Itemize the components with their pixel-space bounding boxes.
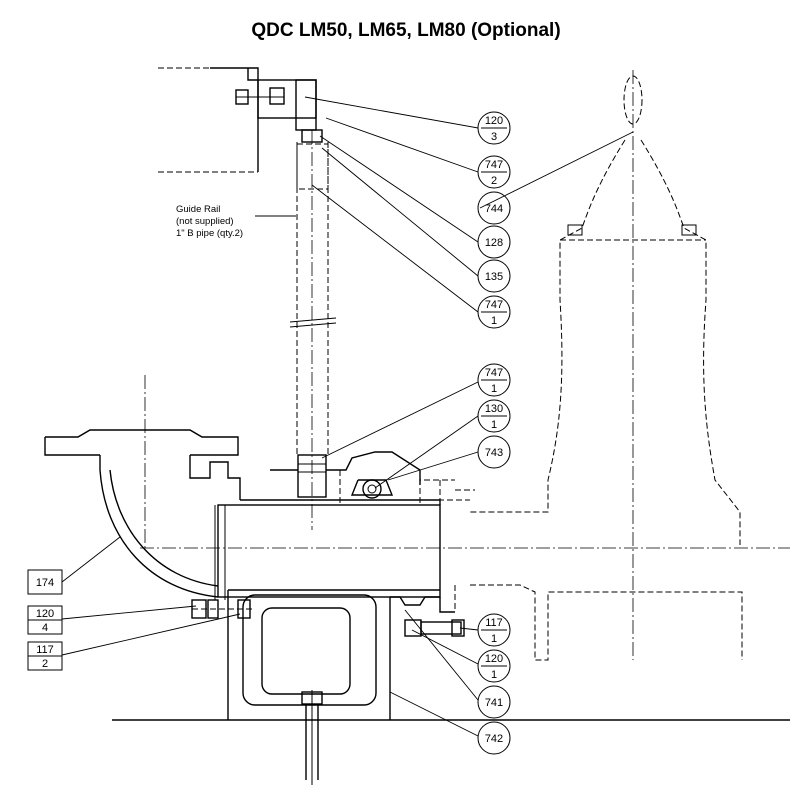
svg-text:1: 1 [491,315,497,327]
callout-743: 743 [477,435,511,469]
callout-742: 742 [477,721,511,755]
svg-text:117: 117 [485,617,503,629]
svg-text:1: 1 [491,633,497,645]
svg-text:747: 747 [485,159,503,171]
svg-text:128: 128 [485,237,503,249]
callout-135: 135 [477,259,511,293]
upper-bracket [158,67,323,173]
guide-rail-note-line1: Guide Rail [176,204,220,215]
callout-174: 174 [27,569,63,595]
guide-rail-note-line2: (not supplied) [176,216,234,227]
callout-120-3: 120 3 [477,111,511,145]
duckfoot-body [217,504,455,720]
svg-text:1: 1 [491,669,497,681]
svg-text:747: 747 [485,299,503,311]
svg-text:3: 3 [491,131,497,143]
pump-outline [454,75,743,661]
callout-128: 128 [477,225,511,259]
svg-text:130: 130 [485,403,503,415]
callout-747-2: 747 2 [477,155,511,189]
anchor-bolt [301,690,323,785]
bolt-left-flange [191,599,255,619]
callout-747-1-upper: 747 1 [477,295,511,329]
svg-text:120: 120 [36,608,54,620]
callout-120-1: 120 1 [477,649,511,683]
svg-text:743: 743 [485,447,503,459]
callout-741: 741 [477,685,511,719]
leader-lines [61,96,634,737]
svg-text:120: 120 [485,115,503,127]
discharge-elbow [44,429,441,600]
svg-text:174: 174 [36,577,54,589]
callout-130-1: 130 1 [477,399,511,433]
bolt-right-flange [404,619,465,637]
svg-text:135: 135 [485,271,503,283]
callout-120-4: 120 4 [27,605,63,635]
svg-text:120: 120 [485,653,503,665]
svg-text:747: 747 [485,367,503,379]
callout-117-1: 117 1 [477,613,511,647]
drawing-title: QDC LM50, LM65, LM80 (Optional) [251,20,560,41]
svg-text:2: 2 [42,658,48,670]
guide-rail [289,142,337,455]
lower-rail-bracket [270,451,475,506]
guide-rail-note-line3: 1" B pipe (qty.2) [176,228,243,239]
callout-747-1-lower: 747 1 [477,363,511,397]
svg-text:4: 4 [42,622,48,634]
svg-text:1: 1 [491,419,497,431]
callout-117-2: 117 2 [27,641,63,671]
svg-text:741: 741 [485,697,503,709]
svg-text:744: 744 [485,203,503,215]
callout-744: 744 [477,191,511,225]
svg-text:1: 1 [491,383,497,395]
svg-text:2: 2 [491,175,497,187]
svg-text:117: 117 [36,644,54,656]
svg-text:742: 742 [485,733,503,745]
